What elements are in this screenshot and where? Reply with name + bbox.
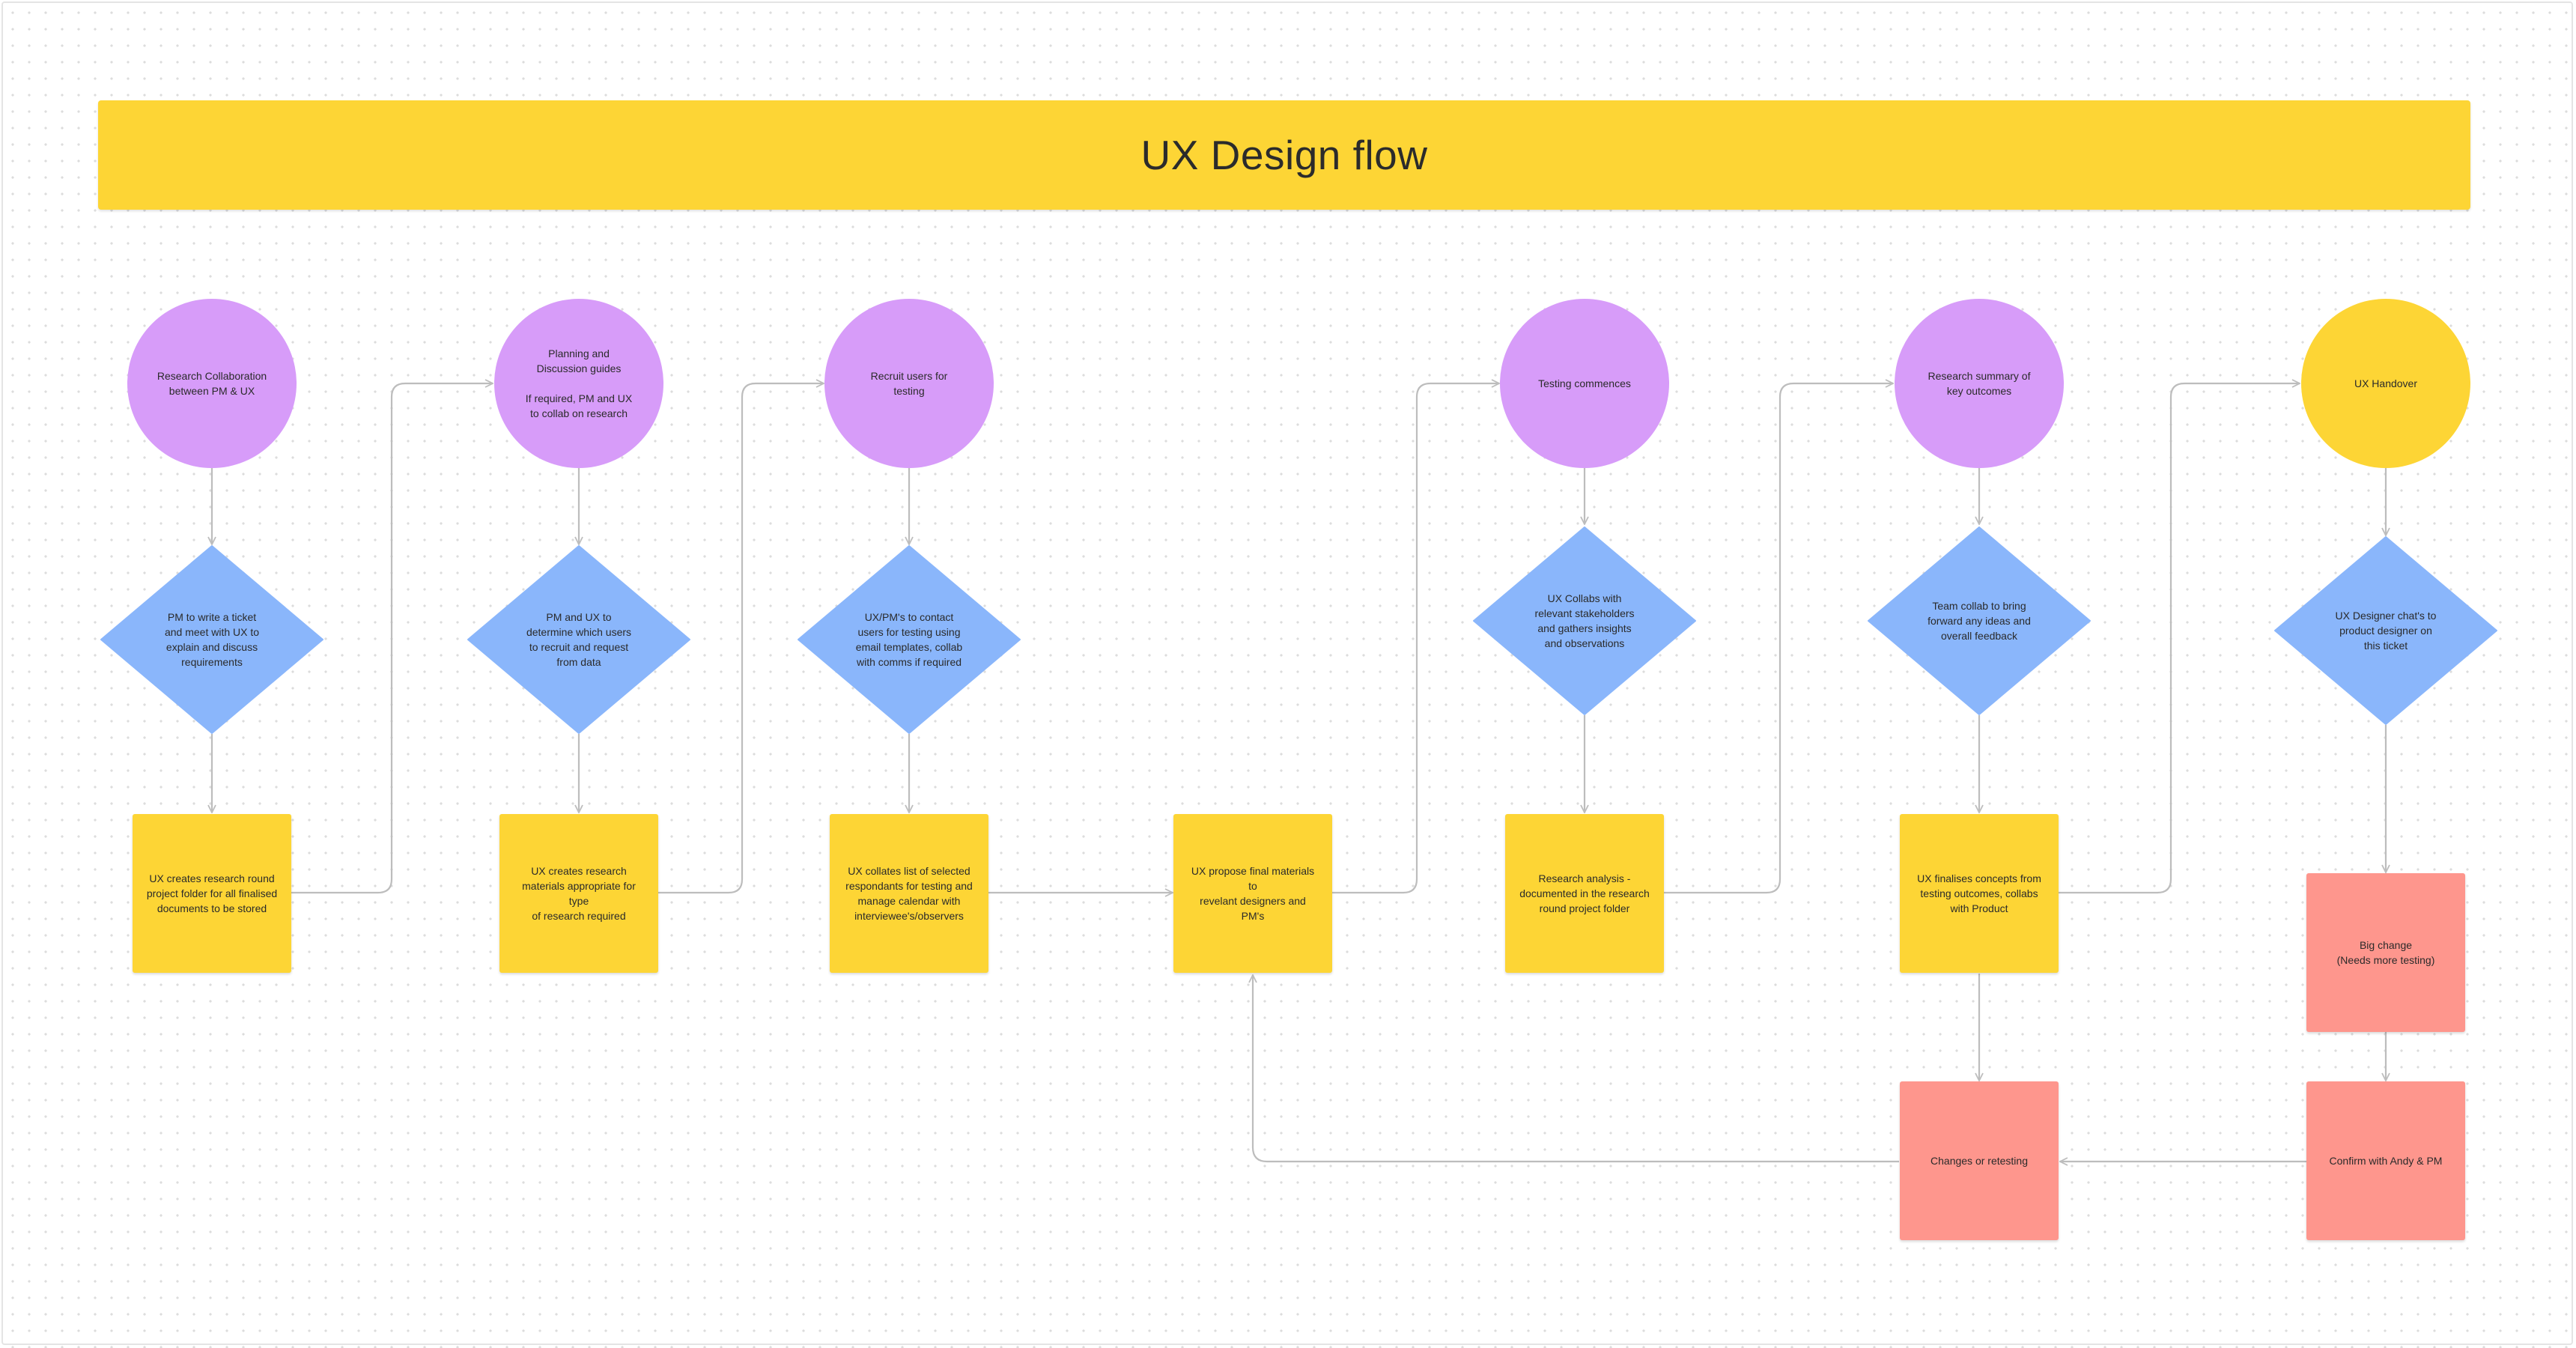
decision-node-designer-chat[interactable]: UX Designer chat's to product designer o… bbox=[2273, 535, 2498, 726]
node-label: UX creates research materials appropriat… bbox=[522, 865, 636, 922]
title-banner: UX Design flow bbox=[98, 100, 2470, 210]
process-node-respondent-list[interactable]: UX collates list of selected respondants… bbox=[830, 814, 988, 973]
node-label: UX creates research round project folder… bbox=[146, 872, 278, 914]
node-label: UX/PM's to contact users for testing usi… bbox=[855, 611, 963, 668]
node-label: Research Collaboration between PM & UX bbox=[157, 370, 267, 397]
node-label: UX Collabs with relevant stakeholders an… bbox=[1534, 592, 1635, 649]
node-label: UX Designer chat's to product designer o… bbox=[2335, 610, 2437, 652]
node-label: Recruit users for testing bbox=[870, 370, 948, 397]
diamond-shape bbox=[1473, 526, 1696, 715]
node-label: UX propose final materials to revelant d… bbox=[1191, 865, 1315, 922]
node-label: Team collab to bring forward any ideas a… bbox=[1928, 600, 2031, 642]
start-node-testing-commences[interactable]: Testing commences bbox=[1500, 299, 1669, 468]
diamond-shape bbox=[467, 545, 690, 734]
start-node-research-summary[interactable]: Research summary of key outcomes bbox=[1895, 299, 2064, 468]
node-label: Confirm with Andy & PM bbox=[2329, 1155, 2443, 1167]
decision-node-stakeholder-collab[interactable]: UX Collabs with relevant stakeholders an… bbox=[1472, 526, 1697, 716]
connector-r2-b4 bbox=[1253, 975, 1899, 1163]
node-label: Planning and Discussion guides If requir… bbox=[525, 347, 633, 419]
process-node-research-materials[interactable]: UX creates research materials appropriat… bbox=[499, 814, 658, 973]
node-label: Research summary of key outcomes bbox=[1928, 370, 2031, 397]
node-label: Testing commences bbox=[1538, 377, 1631, 389]
connector-b4-c4 bbox=[1332, 383, 1499, 894]
node-label: Big change (Needs more testing) bbox=[2336, 939, 2435, 966]
start-node-research-collaboration[interactable]: Research Collaboration between PM & UX bbox=[127, 299, 297, 468]
end-node-ux-handover[interactable]: UX Handover bbox=[2301, 299, 2470, 468]
diamond-shape bbox=[1868, 526, 2091, 715]
diamond-shape bbox=[798, 545, 1021, 734]
process-node-finalise-concepts[interactable]: UX finalises concepts from testing outco… bbox=[1900, 814, 2059, 973]
node-label: UX collates list of selected respondants… bbox=[845, 865, 973, 922]
node-label: Research analysis - documented in the re… bbox=[1519, 872, 1650, 914]
node-label: PM to write a ticket and meet with UX to… bbox=[164, 611, 260, 668]
alert-node-confirm-andy-pm[interactable]: Confirm with Andy & PM bbox=[2306, 1081, 2465, 1240]
decision-node-determine-users[interactable]: PM and UX to determine which users to re… bbox=[467, 544, 691, 735]
node-label: Changes or retesting bbox=[1931, 1155, 2028, 1167]
process-node-research-folder[interactable]: UX creates research round project folder… bbox=[133, 814, 291, 973]
page-title: UX Design flow bbox=[1140, 132, 1428, 178]
decision-node-team-feedback[interactable]: Team collab to bring forward any ideas a… bbox=[1867, 526, 2092, 716]
process-node-propose-materials[interactable]: UX propose final materials to revelant d… bbox=[1173, 814, 1332, 973]
start-node-recruit-users[interactable]: Recruit users for testing bbox=[824, 299, 994, 468]
alert-node-changes-retesting[interactable]: Changes or retesting bbox=[1900, 1081, 2059, 1240]
connector-b6-c6 bbox=[2059, 383, 2300, 894]
node-label: UX Handover bbox=[2354, 377, 2418, 389]
connector-b5-c5 bbox=[1664, 383, 1893, 894]
start-node-planning-discussion[interactable]: Planning and Discussion guides If requir… bbox=[494, 299, 663, 468]
alert-node-big-change[interactable]: Big change (Needs more testing) bbox=[2306, 873, 2465, 1032]
node-label: UX finalises concepts from testing outco… bbox=[1917, 872, 2041, 914]
diamond-shape bbox=[100, 545, 323, 734]
diamond-shape bbox=[2274, 536, 2497, 725]
connector-b2-c3 bbox=[658, 383, 824, 894]
decision-node-pm-ticket[interactable]: PM to write a ticket and meet with UX to… bbox=[100, 544, 324, 735]
connector-b1-c2 bbox=[291, 383, 493, 894]
node-label: PM and UX to determine which users to re… bbox=[526, 611, 632, 668]
decision-node-contact-users[interactable]: UX/PM's to contact users for testing usi… bbox=[797, 544, 1021, 735]
process-node-research-analysis[interactable]: Research analysis - documented in the re… bbox=[1505, 814, 1664, 973]
